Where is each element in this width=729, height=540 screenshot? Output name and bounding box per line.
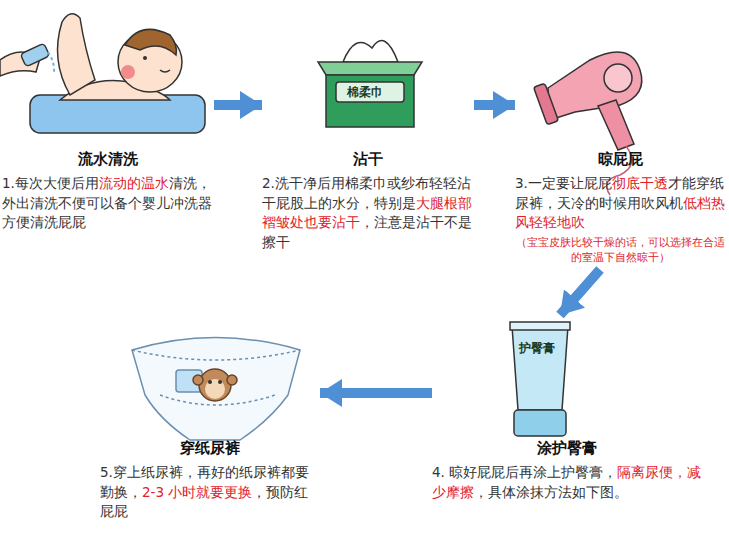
plain-run: （宝宝皮肤比较干燥的话，可以选择在合适的室温下自然晾干）: [516, 236, 725, 264]
step-title: 流水清洗: [2, 148, 214, 170]
plain-run: 3.一定要让屁屁: [515, 175, 612, 191]
flow-arrow: [560, 269, 600, 315]
plain-run: 流水清洗: [78, 150, 138, 168]
step-title: 涂护臀膏: [432, 437, 702, 459]
step: 穿纸尿裤 5.穿上纸尿裤，再好的纸尿裤都要勤换，2-3 小时就要更换，预防红屁屁: [100, 315, 320, 522]
step-text: 2.洗干净后用棉柔巾或纱布轻轻沾干屁股上的水分，特别是大腿根部褶皱处也要沾干，注…: [262, 174, 474, 252]
step: 沾干 2.洗干净后用棉柔巾或纱布轻轻沾干屁股上的水分，特别是大腿根部褶皱处也要沾干…: [262, 0, 474, 252]
step: 涂护臀膏 4. 晾好屁屁后再涂上护臀膏，隔离尿便，减少摩擦，具体涂抹方法如下图。: [432, 315, 702, 502]
highlight: 彻底干透: [612, 175, 668, 191]
plain-run: ，具体涂抹方法如下图。: [474, 484, 628, 500]
tissue-box-illustration: [318, 41, 422, 127]
step-text: 5.穿上纸尿裤，再好的纸尿裤都要勤换，2-3 小时就要更换，预防红屁屁: [100, 463, 320, 522]
step-title: 沾干: [262, 148, 474, 170]
highlight: 流动的温水: [99, 175, 169, 191]
step-note: （宝宝皮肤比较干燥的话，可以选择在合适的室温下自然晾干）: [515, 235, 725, 266]
step: 晾屁屁 3.一定要让屁屁彻底干透才能穿纸尿裤，天冷的时候用吹风机低档热风轻轻地吹 （…: [515, 0, 725, 265]
highlight: 2-3 小时就要更换: [142, 484, 252, 500]
plain-run: 沾干: [353, 150, 383, 168]
hair-dryer-illustration: [534, 52, 642, 195]
step-text: 4. 晾好屁屁后再涂上护臀膏，隔离尿便，减少摩擦，具体涂抹方法如下图。: [432, 463, 702, 502]
cream-tube-illustration: [510, 322, 570, 436]
plain-run: 涂护臀膏: [537, 439, 597, 457]
flow-arrow: [214, 100, 262, 110]
flow-arrow: [320, 388, 432, 398]
step-title: 穿纸尿裤: [100, 437, 320, 459]
plain-run: 4. 晾好屁屁后再涂上护臀膏，: [432, 464, 617, 480]
plain-run: 晾屁屁: [598, 150, 643, 168]
step-text: 1.每次大便后用流动的温水清洗，外出清洗不便可以备个婴儿冲洗器方便清洗屁屁: [2, 174, 214, 233]
plain-run: 穿纸尿裤: [180, 439, 240, 457]
baby-wash-illustration: [0, 14, 205, 133]
package-label: 棉柔巾: [347, 84, 383, 101]
flow-arrow: [474, 100, 515, 110]
package-label: 护臀膏: [519, 340, 555, 357]
step-text: 3.一定要让屁屁彻底干透才能穿纸尿裤，天冷的时候用吹风机低档热风轻轻地吹: [515, 174, 725, 233]
diaper-illustration: [132, 338, 300, 441]
step: 流水清洗 1.每次大便后用流动的温水清洗，外出清洗不便可以备个婴儿冲洗器方便清洗屁…: [2, 0, 214, 233]
step-title: 晾屁屁: [515, 148, 725, 170]
plain-run: 1.每次大便后用: [2, 175, 99, 191]
